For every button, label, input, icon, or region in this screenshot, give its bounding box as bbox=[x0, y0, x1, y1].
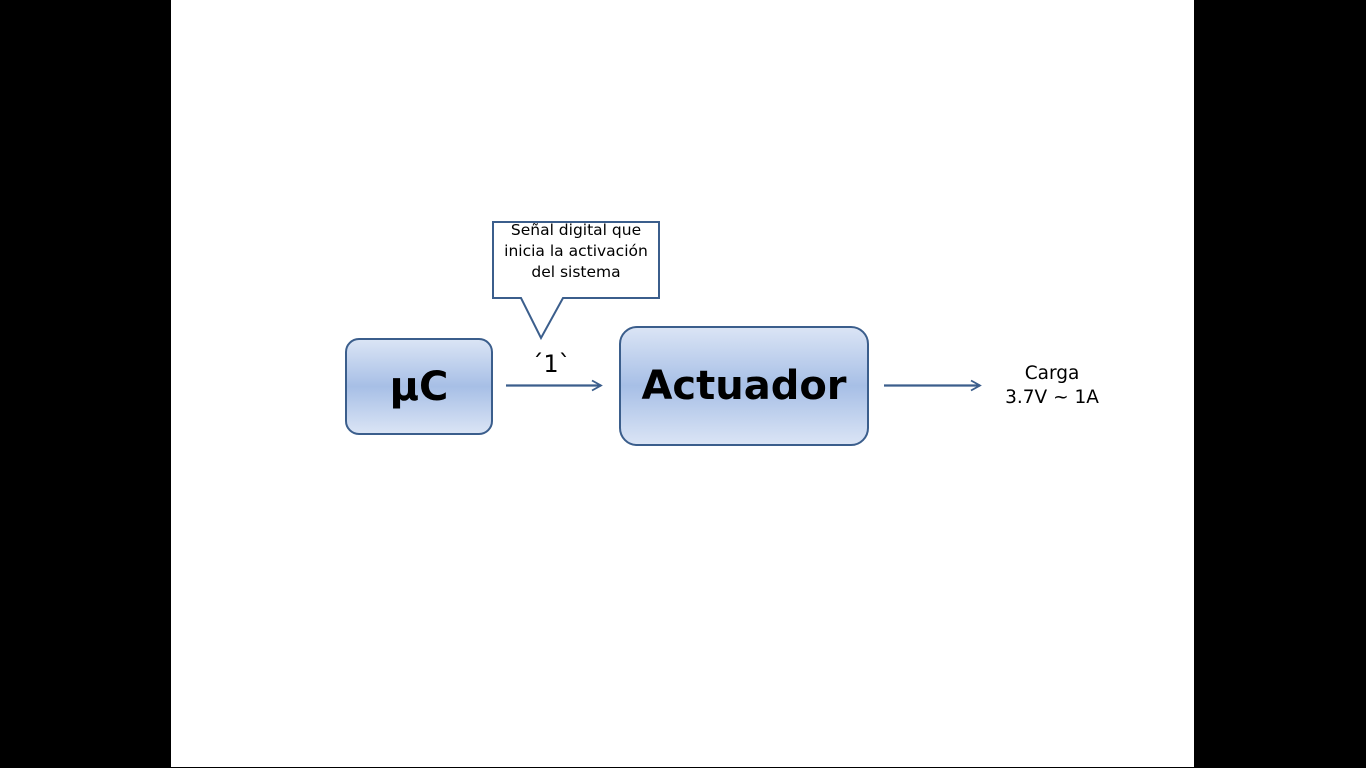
diagram-connectors bbox=[492, 221, 982, 392]
callout-balloon bbox=[492, 221, 660, 341]
signal-label: ´1` bbox=[531, 350, 571, 378]
load-title: Carga bbox=[1024, 363, 1080, 384]
actuator-label: Actuador bbox=[641, 363, 847, 409]
microcontroller-block: µC bbox=[345, 338, 493, 435]
microcontroller-label: µC bbox=[389, 363, 449, 410]
load-spec: 3.7V ~ 1A bbox=[1005, 387, 1099, 408]
load-label: Carga 3.7V ~ 1A bbox=[979, 362, 1125, 410]
actuator-block: Actuador bbox=[619, 326, 869, 446]
slide-canvas: Señal digital que inicia la activación d… bbox=[171, 0, 1194, 767]
callout-text: Señal digital que inicia la activación d… bbox=[504, 221, 648, 281]
